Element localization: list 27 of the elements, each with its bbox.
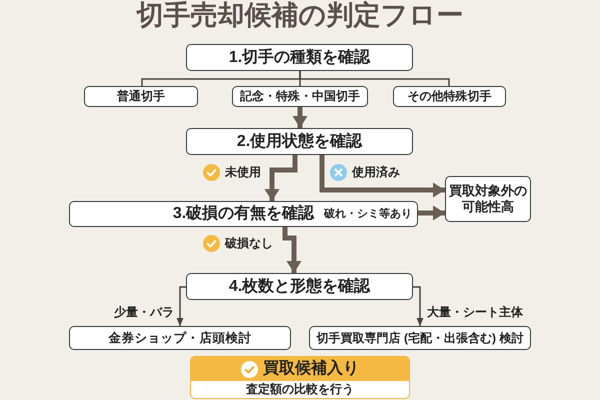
arrow xyxy=(176,286,186,326)
outcome-box: 切手買取専門店 (宅配・出張含む) 検討 xyxy=(309,326,531,350)
edge-label: 少量・バラ xyxy=(114,304,174,320)
option-box: 普通切手 xyxy=(84,86,198,107)
step-box: 1.切手の種類を確認 xyxy=(186,44,413,71)
option-box: 記念・特殊・中国切手 xyxy=(232,86,368,107)
result-box xyxy=(190,356,410,399)
edge-label: 使用済み xyxy=(352,164,400,180)
outcome-box: 金券ショップ・店頭検討 xyxy=(69,326,291,350)
arrow xyxy=(413,286,424,326)
title: 切手売却候補の判定フロー xyxy=(136,0,464,30)
option-box: その他特殊切手 xyxy=(393,86,506,107)
arrow xyxy=(320,155,445,198)
edge-label: 破れ・シミ等あり xyxy=(324,206,412,222)
edge-label: 未使用 xyxy=(225,164,261,180)
arrow xyxy=(418,206,445,220)
edge-label: 大量・シート主体 xyxy=(427,304,523,320)
step-box: 4.枚数と形態を確認 xyxy=(186,273,413,300)
outcome-box: 買取対象外の可能性高 xyxy=(445,176,531,222)
arrow xyxy=(282,227,302,273)
arrow xyxy=(264,155,298,201)
arrow xyxy=(292,107,308,128)
body-text: 査定額の比較を行う xyxy=(245,381,355,397)
connector-line xyxy=(299,71,450,86)
step-box: 2.使用状態を確認 xyxy=(186,128,413,155)
heading-text: 買取候補入り xyxy=(263,359,359,379)
edge-label: 破損なし xyxy=(225,235,273,251)
